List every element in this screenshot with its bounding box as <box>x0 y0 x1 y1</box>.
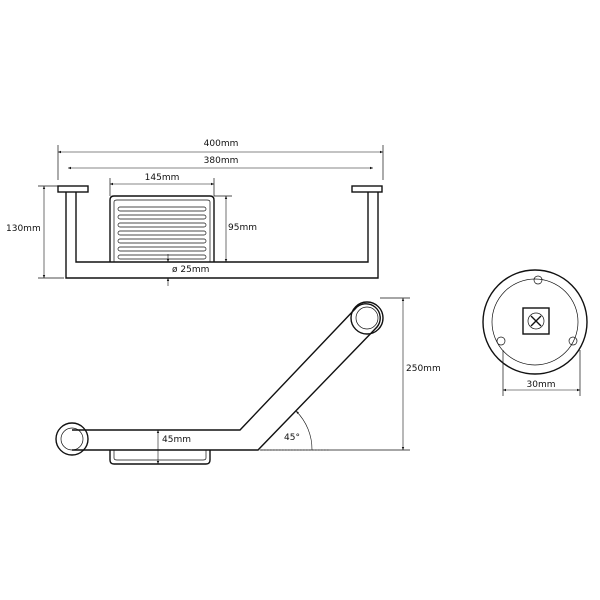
basket-top <box>109 450 211 465</box>
right-flange <box>351 185 383 193</box>
basket-outline <box>109 195 215 262</box>
front-view: 400mm 380mm 145mm 130mm <box>6 139 384 286</box>
tube-diameter-dimension: ø 25mm <box>166 254 209 286</box>
basket-height-label: 95mm <box>228 223 257 233</box>
bar-outer-outline <box>65 192 379 279</box>
right-end-flange <box>350 301 384 335</box>
basket-slat <box>117 254 207 260</box>
overall-width-label: 400mm <box>204 139 239 149</box>
flange-outer <box>482 269 588 375</box>
basket-slat <box>117 222 207 228</box>
basket-slat <box>117 206 207 212</box>
basket-depth-label: 45mm <box>162 435 191 445</box>
screw-hole <box>568 336 578 346</box>
cross-icon <box>530 315 542 327</box>
fixing-centers-label: 380mm <box>204 156 239 166</box>
basket-width-dimension: 145mm <box>109 173 215 196</box>
basket-front <box>109 195 215 262</box>
basket-height-dimension: 95mm <box>214 195 257 263</box>
left-end-flange <box>55 422 89 456</box>
height-label: 130mm <box>6 224 41 234</box>
basket-slat <box>117 214 207 220</box>
angle-label: 45° <box>284 433 300 443</box>
projection-label: 250mm <box>406 364 441 374</box>
left-flange <box>57 185 89 193</box>
flange-inner <box>491 278 579 366</box>
tube-diameter-label: ø 25mm <box>172 265 209 275</box>
basket-slat <box>117 246 207 252</box>
angled-bar <box>72 303 381 451</box>
screw-hole <box>496 336 506 346</box>
top-view: 45mm 45° 250mm <box>55 297 441 465</box>
basket-depth-dimension: 45mm <box>156 430 191 464</box>
flange-dimension-label: 30mm <box>527 380 556 390</box>
flange-dimension: 30mm <box>502 350 581 396</box>
flange-view: 30mm <box>482 269 588 396</box>
basket-slat <box>117 238 207 244</box>
projection-dimension: 250mm <box>260 297 441 451</box>
overall-width-dimension: 400mm <box>57 139 384 180</box>
fixing-screw <box>527 312 545 330</box>
height-dimension: 130mm <box>6 185 64 279</box>
basket-slat <box>117 230 207 236</box>
screw-hole <box>533 275 543 285</box>
basket-width-label: 145mm <box>145 173 180 183</box>
fixing-square <box>522 307 550 335</box>
fixing-centers-dimension: 380mm <box>68 156 373 170</box>
angle-dimension: 45° <box>258 410 330 451</box>
